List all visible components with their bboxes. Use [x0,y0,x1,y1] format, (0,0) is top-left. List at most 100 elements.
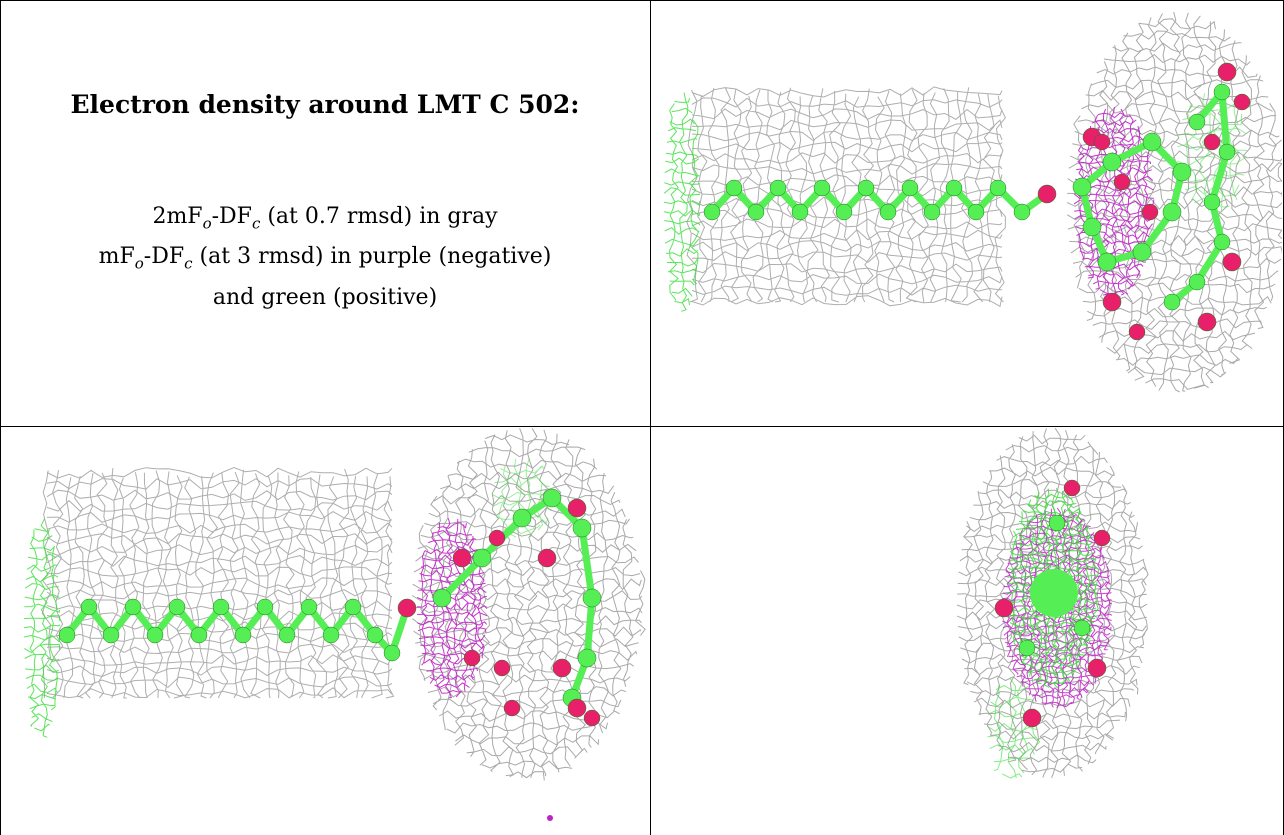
atom [567,698,587,718]
bond [578,524,596,602]
density-panel-top-right [652,2,1282,425]
atom [537,548,557,568]
atom [1233,93,1251,111]
atom [1162,202,1182,222]
caption-cell: Electron density around LMT C 502: 2mFo-… [0,0,650,425]
oxygen-atoms [994,479,1111,728]
atom [835,203,853,221]
atom [1013,203,1031,221]
atom [234,626,252,644]
atom [1093,529,1111,547]
atom [1213,233,1231,251]
atom [923,203,941,221]
table-border-row-divider [0,426,1284,427]
atom [1113,173,1131,191]
atom [1073,619,1091,637]
atom [432,588,452,608]
atom [190,626,208,644]
atom [1048,514,1066,532]
atom [582,588,602,608]
table-border-middle [650,0,651,835]
atom [1132,242,1152,262]
atom [322,626,340,644]
oxygen-atoms [397,498,601,727]
atom [80,598,98,616]
atom [552,658,572,678]
density-panel-bottom-right [652,428,1282,835]
atom [1082,217,1102,237]
atom [124,598,142,616]
atom [512,508,532,528]
caption-line-2mfo-dfc: 2mFo-DFc (at 0.7 rmsd) in gray [152,204,498,233]
atom [1087,658,1107,678]
atom [493,659,511,677]
atom [452,548,472,568]
atom [813,179,831,197]
atom [1097,252,1117,272]
atom [542,488,562,508]
atom [857,179,875,197]
atom [703,203,721,221]
atom [994,598,1014,618]
atom [1203,133,1221,151]
atom [791,203,809,221]
atom [567,498,587,518]
atom [366,626,384,644]
atom [1222,252,1242,272]
atom [967,203,985,221]
sugar-ring2-atoms [1163,83,1236,311]
atom [1203,193,1221,211]
atom [1218,143,1236,161]
atom [1018,639,1036,657]
atom [146,626,164,644]
mesh-green-positive-lower [986,677,1041,779]
caption-description: 2mFo-DFc (at 0.7 rmsd) in gray mFo-DFc (… [0,200,650,314]
atom [577,648,597,668]
chain-end-on-atoms [1030,569,1078,617]
atom [1063,479,1081,497]
atom [1072,177,1092,197]
density-panel-bottom-left [2,428,649,835]
atom [1093,133,1111,151]
density-image-side-view [663,11,1282,393]
atom [1102,152,1122,172]
atom [344,598,362,616]
sugar-ring-atoms [432,488,602,708]
atom [463,649,481,667]
atom [989,179,1007,197]
atom [1197,312,1217,332]
bond [438,554,486,602]
table-border-top [0,0,1284,1]
atom [1213,83,1231,101]
mesh-green-positive-end [663,92,701,312]
atom [1172,162,1192,182]
atom [1141,203,1159,221]
bond [583,594,596,662]
table-border-left [0,0,1,835]
atom [1022,708,1042,728]
atom [725,179,743,197]
atom [1188,273,1206,291]
ring-atoms [1018,514,1091,657]
atom [945,179,963,197]
atom [1037,184,1057,204]
density-image-side-view-alt [23,428,646,821]
atom [256,598,274,616]
atom [747,203,765,221]
atom [1163,293,1181,311]
stray-density-blob [547,815,553,821]
atom [278,626,296,644]
atom [1188,113,1206,131]
atom [102,626,120,644]
atom [769,179,787,197]
mesh-purple-negative [416,518,488,699]
caption-title: Electron density around LMT C 502: [70,90,580,119]
oxygen-atoms [1037,62,1251,341]
atom [383,644,401,662]
atom [901,179,919,197]
atom [300,598,318,616]
caption-line-green-positive: and green (positive) [212,284,438,310]
density-image-end-on-view [956,428,1149,779]
atom [572,518,592,538]
